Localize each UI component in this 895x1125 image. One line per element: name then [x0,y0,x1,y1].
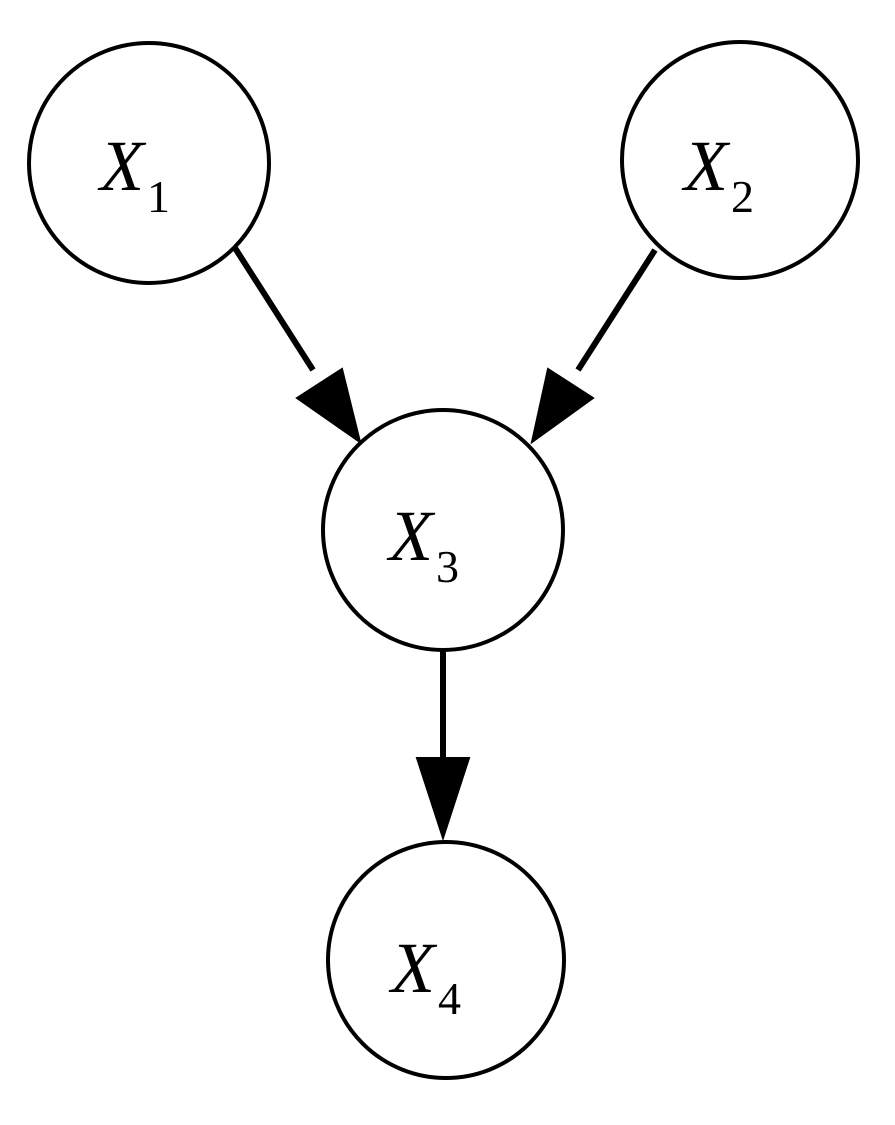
node-x2: X2 [620,40,860,280]
node-x1-var: X [97,126,147,206]
node-x4-var: X [388,928,438,1008]
node-x2-subscript: 2 [731,171,754,222]
node-x3-circle [321,408,565,652]
node-x1-subscript: 1 [147,171,170,222]
edges [232,246,658,842]
edge-x2-x3-line [575,248,658,372]
node-x4: X4 [326,840,566,1080]
edge-x2-x3-arrowhead [530,367,595,445]
node-x3: X3 [321,408,565,652]
node-x2-label: X2 [681,126,754,222]
edge-x1-x3-line [232,246,316,372]
node-x1-label: X1 [97,126,170,222]
node-x3-var: X [386,496,436,576]
edge-x2-x3 [530,248,658,445]
edge-x1-x3-arrowhead [295,367,362,445]
edge-x1-x3 [232,246,362,445]
node-x4-circle [326,840,566,1080]
node-x1: X1 [27,41,271,285]
nodes: X1 X2 X3 X4 [27,40,860,1080]
node-x4-label: X4 [388,928,461,1024]
node-x3-label: X3 [386,496,459,592]
node-x2-circle [620,40,860,280]
edge-x3-x4 [415,650,471,842]
node-x3-subscript: 3 [436,541,459,592]
node-x2-var: X [681,126,731,206]
node-x4-subscript: 4 [438,973,461,1024]
edge-x3-x4-arrowhead [415,757,471,842]
node-x1-circle [27,41,271,285]
